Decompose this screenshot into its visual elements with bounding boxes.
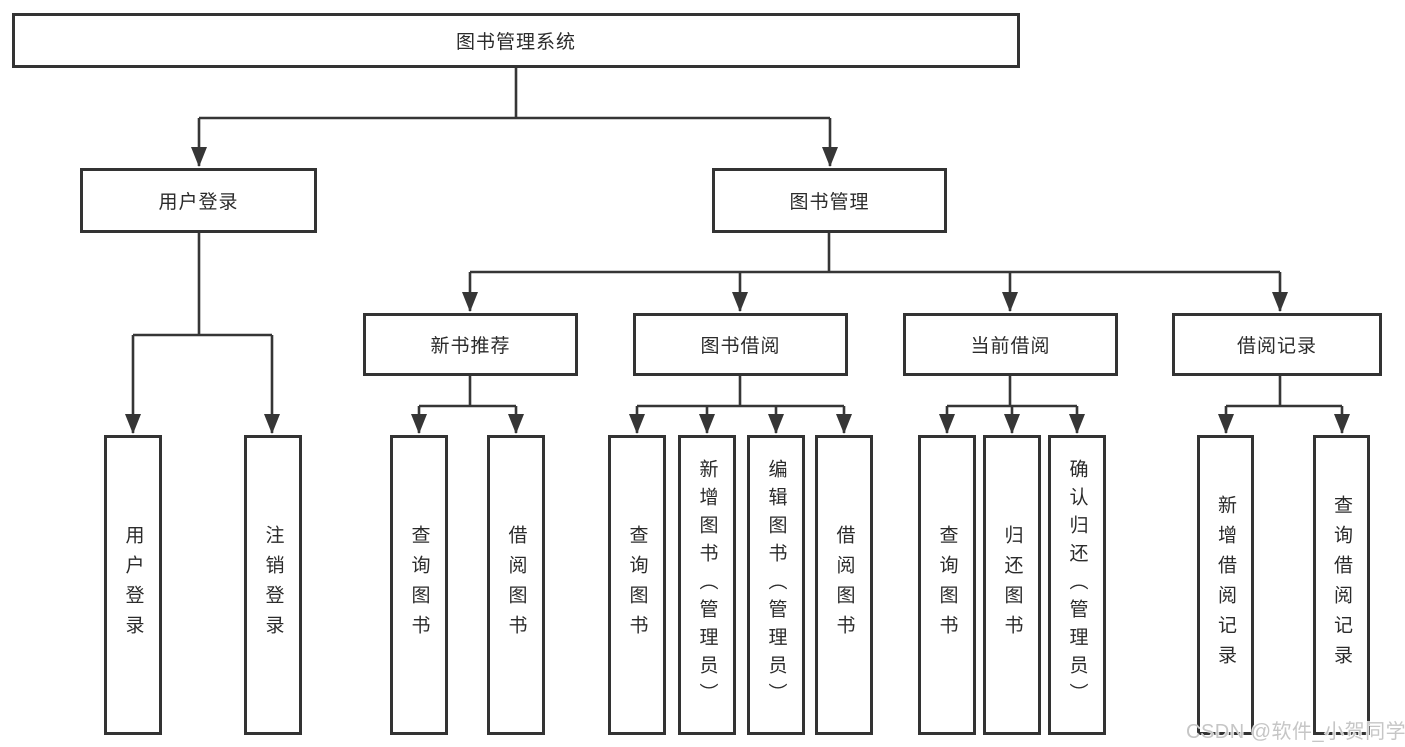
leaf-label: 查询借阅记录 [1331, 495, 1352, 675]
leaf-query-books-current: 查询图书 [918, 435, 976, 735]
leaf-label: 编辑图书（管理员） [765, 459, 787, 711]
leaf-label: 确认归还（管理员） [1066, 459, 1088, 711]
leaf-label: 归还图书 [1001, 525, 1023, 645]
node-book-borrow: 图书借阅 [633, 313, 848, 376]
leaf-user-login: 用户登录 [104, 435, 162, 735]
leaf-label: 借阅图书 [505, 525, 527, 645]
node-book-management: 图书管理 [712, 168, 947, 233]
leaf-logout: 注销登录 [244, 435, 302, 735]
leaf-return-books: 归还图书 [983, 435, 1041, 735]
leaf-query-borrow-record: 查询借阅记录 [1313, 435, 1370, 735]
leaf-label: 查询图书 [408, 525, 430, 645]
leaf-label: 新增图书（管理员） [696, 459, 718, 711]
leaf-label: 用户登录 [122, 525, 144, 645]
watermark: CSDN @软件_小贺同学 [1186, 721, 1405, 743]
leaf-label: 查询图书 [626, 525, 648, 645]
leaf-query-books-borrow: 查询图书 [608, 435, 666, 735]
leaf-label: 新增借阅记录 [1215, 495, 1236, 675]
node-user-login: 用户登录 [80, 168, 317, 233]
node-borrow-record: 借阅记录 [1172, 313, 1382, 376]
node-root-system: 图书管理系统 [12, 13, 1020, 68]
leaf-add-borrow-record: 新增借阅记录 [1197, 435, 1254, 735]
leaf-label: 查询图书 [936, 525, 958, 645]
leaf-add-books-admin: 新增图书（管理员） [678, 435, 736, 735]
leaf-borrow-books-recommend: 借阅图书 [487, 435, 545, 735]
leaf-borrow-books: 借阅图书 [815, 435, 873, 735]
leaf-edit-books-admin: 编辑图书（管理员） [747, 435, 805, 735]
leaf-query-books-recommend: 查询图书 [390, 435, 448, 735]
leaf-label: 注销登录 [262, 525, 284, 645]
node-current-borrow: 当前借阅 [903, 313, 1118, 376]
leaf-confirm-return-admin: 确认归还（管理员） [1048, 435, 1106, 735]
leaf-label: 借阅图书 [833, 525, 855, 645]
node-new-book-recommend: 新书推荐 [363, 313, 578, 376]
